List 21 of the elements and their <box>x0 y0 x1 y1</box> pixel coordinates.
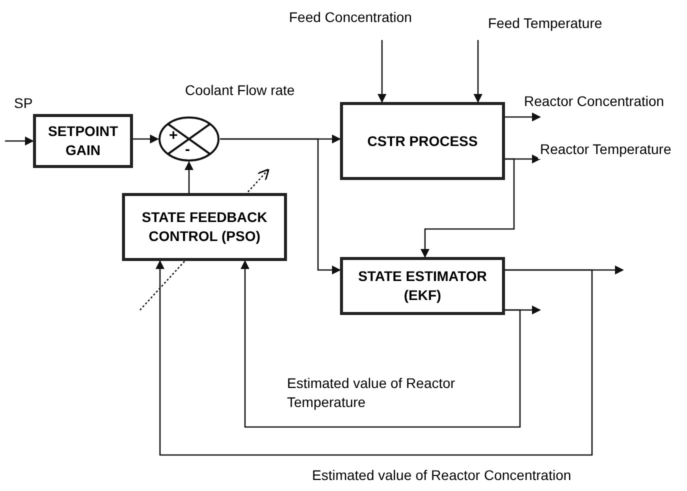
process-box <box>122 193 287 261</box>
arrow <box>5 136 34 146</box>
arrow <box>133 134 159 144</box>
process-box <box>33 114 133 168</box>
box-label: SETPOINT GAIN <box>46 122 119 160</box>
box-label: CSTR PROCESS <box>367 132 478 150</box>
process-box <box>340 257 505 315</box>
box-label: STATE ESTIMATOR (EKF) <box>357 267 488 305</box>
arrow <box>473 40 483 103</box>
box-label: STATE FEEDBACK CONTROL (PSO) <box>140 208 268 246</box>
arrow <box>505 112 541 122</box>
arrow <box>240 260 521 428</box>
arrow <box>377 40 387 103</box>
summing-junction <box>158 116 220 162</box>
sign-text: + <box>169 128 178 143</box>
arrow <box>184 161 194 193</box>
arrow <box>220 138 341 275</box>
process-box <box>340 102 505 180</box>
sign-text: - <box>185 142 190 157</box>
arrow <box>155 260 593 456</box>
arrow <box>420 158 515 258</box>
